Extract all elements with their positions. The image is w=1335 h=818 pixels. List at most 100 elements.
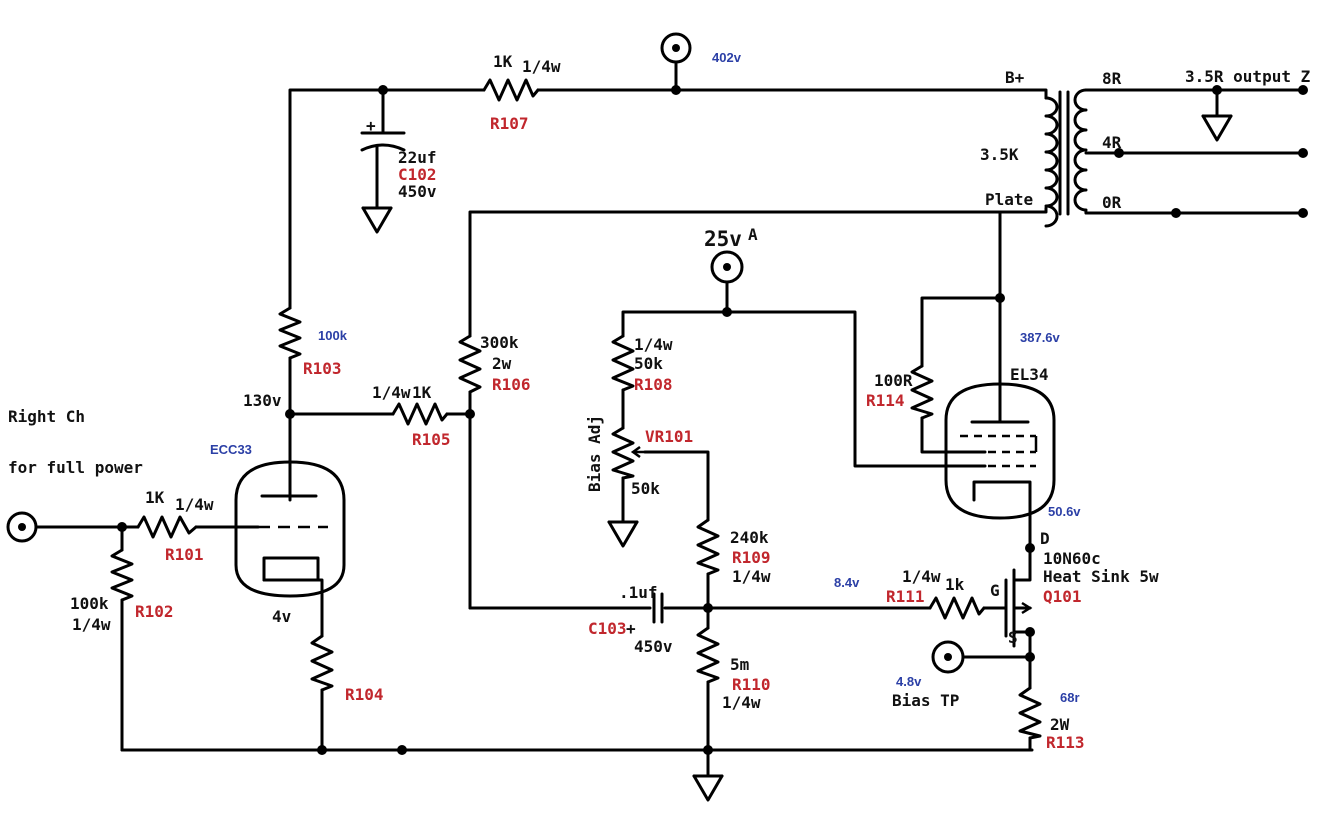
r107-ref: R107	[490, 114, 529, 133]
r114-ref: R114	[866, 391, 905, 410]
r110-power: 1/4w	[722, 693, 761, 712]
r109-ref: R109	[732, 548, 771, 567]
mosfet-ref: Q101	[1043, 587, 1082, 606]
r101-symbol	[136, 515, 198, 539]
wiring	[34, 60, 1305, 776]
r101-ref: R101	[165, 545, 204, 564]
mosfet-pin-g: G	[990, 581, 1000, 600]
bias-tp-label: Bias TP	[892, 691, 959, 710]
ground-icon	[692, 774, 724, 802]
el34-tube	[944, 382, 1056, 520]
c102-polarity: +	[366, 116, 376, 135]
r113-power: 2W	[1050, 715, 1070, 734]
r114-value: 100R	[874, 371, 913, 390]
r105-power: 1/4w	[372, 383, 411, 402]
r107-symbol	[482, 78, 540, 102]
mosfet-pin-d: D	[1040, 529, 1050, 548]
c103-polarity: +	[626, 619, 636, 638]
c102-voltage: 450v	[398, 182, 437, 201]
r110-ref: R110	[732, 675, 771, 694]
mosfet-part: 10N60c	[1043, 549, 1101, 568]
r109-symbol	[696, 518, 720, 576]
r111-ref: R111	[886, 587, 925, 606]
ecc33-tube	[234, 460, 346, 598]
c102-ref: C102	[398, 165, 437, 184]
r102-ref: R102	[135, 602, 174, 621]
r111-power: 1/4w	[902, 567, 941, 586]
r108-symbol	[611, 334, 635, 392]
r113-value: 68r	[1060, 690, 1080, 705]
mosfet-gate-voltage: 8.4v	[834, 575, 860, 590]
input-title: Right Ch	[8, 407, 85, 426]
r109-value: 240k	[730, 528, 769, 547]
r105-ref: R105	[412, 430, 451, 449]
r108-ref: R108	[634, 375, 673, 394]
ground-symbols	[361, 114, 1233, 802]
r101-power: 1/4w	[175, 495, 214, 514]
transformer-tap-0r: 0R	[1102, 193, 1122, 212]
transformer-plate: Plate	[985, 190, 1033, 209]
transformer-b-plus: B+	[1005, 68, 1025, 87]
r108-power: 1/4w	[634, 335, 673, 354]
transformer-primary: 3.5K	[980, 145, 1019, 164]
r114-symbol	[910, 364, 934, 420]
r110-value: 5m	[730, 655, 750, 674]
test-points	[6, 32, 965, 674]
r109-power: 1/4w	[732, 567, 771, 586]
r111-symbol	[928, 596, 986, 620]
r102-symbol	[110, 548, 134, 602]
output-transformer	[1044, 88, 1088, 228]
c103-ref: C103	[588, 619, 627, 638]
r106-symbol	[458, 334, 482, 394]
r103-value: 100k	[318, 328, 348, 343]
r101-value: 1K	[145, 488, 165, 507]
ground-icon	[607, 520, 639, 548]
el34-plate-voltage: 387.6v	[1020, 330, 1061, 345]
r103-ref: R103	[303, 359, 342, 378]
resistors	[110, 78, 1042, 740]
bias-supply-tag: A	[748, 225, 758, 244]
mosfet-drain-voltage: 50.6v	[1048, 504, 1081, 519]
r107-value: 1K	[493, 52, 513, 71]
r106-value: 300k	[480, 333, 519, 352]
r102-power: 1/4w	[72, 615, 111, 634]
bias-supply-voltage: 25v	[704, 227, 742, 251]
transformer-tap-4r: 4R	[1102, 133, 1122, 152]
r106-ref: R106	[492, 375, 531, 394]
labels: Right Ch for full power ECC33 130v 4v 1K…	[8, 50, 1311, 752]
c102-value: 22uf	[398, 148, 437, 167]
capacitors	[360, 131, 664, 624]
input-subtitle: for full power	[8, 458, 143, 477]
r113-symbol	[1018, 686, 1042, 740]
ecc33-label: ECC33	[210, 442, 252, 457]
r111-value: 1k	[945, 575, 965, 594]
c103-value: .1uf	[619, 583, 658, 602]
mosfet-note: Heat Sink 5w	[1043, 567, 1159, 586]
r110-symbol	[696, 626, 720, 684]
transformer-output: 3.5R output Z	[1185, 67, 1311, 86]
junction-dots	[117, 85, 1308, 755]
r105-symbol	[391, 402, 449, 426]
vr101-value: 50k	[631, 479, 660, 498]
r106-power: 2w	[492, 354, 512, 373]
r107-power: 1/4w	[522, 57, 561, 76]
transformer-tap-8r: 8R	[1102, 69, 1122, 88]
r102-value: 100k	[70, 594, 109, 613]
el34-label: EL34	[1010, 365, 1049, 384]
ecc33-plate-voltage: 130v	[243, 391, 282, 410]
bias-adj-label: Bias Adj	[585, 415, 604, 492]
b-supply-voltage: 402v	[712, 50, 742, 65]
ground-icon	[1201, 114, 1233, 142]
c103-voltage: 450v	[634, 637, 673, 656]
r105-value: 1K	[412, 383, 432, 402]
ground-icon	[361, 206, 393, 234]
vr101-ref: VR101	[645, 427, 693, 446]
mosfet-pin-s: S	[1008, 628, 1018, 647]
vr101-symbol	[611, 426, 635, 480]
r104-symbol	[310, 634, 334, 692]
ecc33-cathode-voltage: 4v	[272, 607, 292, 626]
r104-ref: R104	[345, 685, 384, 704]
bias-tp-voltage: 4.8v	[896, 674, 922, 689]
r108-value: 50k	[634, 354, 663, 373]
